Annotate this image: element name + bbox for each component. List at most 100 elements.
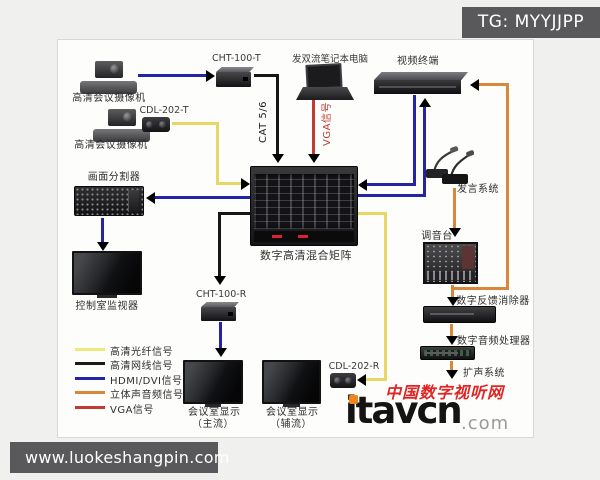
device-top-face	[201, 302, 239, 307]
mic-system-label: 发言系统	[457, 184, 499, 195]
cht100t-label: CHT-100-T	[212, 53, 261, 64]
camera-base	[93, 129, 150, 142]
arrowhead	[96, 242, 109, 251]
device-top-face	[374, 72, 468, 80]
cht100r-label: CHT-100-R	[196, 289, 247, 300]
display-aux-label: 会议室显示	[266, 407, 319, 418]
cdl202t-label: CDL-202-T	[139, 105, 189, 116]
arrowhead	[357, 374, 366, 386]
conference-display-aux	[262, 360, 321, 407]
terminal-label: 视频终端	[397, 56, 439, 67]
device-front-face	[216, 72, 251, 87]
legend-item-cat: 高清网线信号	[75, 357, 255, 372]
arrowhead	[241, 177, 250, 190]
url-bar: www.luokeshangpin.com	[10, 442, 229, 473]
legend-label: HDMI/DVI信号	[110, 376, 183, 387]
cable-hdmi-splitter	[155, 196, 250, 199]
cable-audio-feedback-out	[450, 324, 453, 337]
conference-microphones	[426, 146, 474, 184]
video-splitter	[74, 186, 144, 216]
laptop-label: 发双流笔记本电脑	[291, 54, 368, 65]
watermark-tld: .com	[461, 413, 510, 434]
camera-lens-icon	[123, 112, 133, 122]
camera-base	[80, 81, 137, 94]
cable-vga	[312, 100, 315, 154]
laptop-keyboard	[296, 87, 354, 100]
cable-hdmi-display-main	[219, 322, 222, 349]
legend-label: VGA信号	[110, 405, 154, 416]
arrowhead	[146, 191, 155, 204]
hd-camera-2	[93, 109, 150, 142]
mixer-label: 调音台	[421, 231, 453, 242]
cable-hdmi-terminal-in	[358, 194, 426, 197]
display-main-sublabel: （主流）	[192, 419, 234, 430]
legend-swatch	[75, 406, 105, 409]
legend-swatch	[75, 348, 105, 351]
watermark-brand: itavcn	[345, 389, 463, 432]
cable-hdmi-monitor	[101, 218, 104, 243]
cht100t-transmitter	[216, 67, 254, 87]
control-room-monitor	[72, 251, 142, 298]
cable-audio-branch	[479, 83, 509, 86]
legend-label: 立体声音频信号	[110, 390, 184, 401]
hd-camera-1-label: 高清会议摄像机	[72, 93, 146, 104]
arrowhead	[213, 276, 226, 285]
feedback-eliminator	[423, 306, 496, 323]
arrowhead	[448, 228, 461, 237]
cable-fiber-2	[366, 378, 387, 381]
conference-display-main	[183, 360, 243, 407]
arrowhead	[206, 69, 215, 82]
cable-audio-processor-out	[450, 361, 453, 371]
arrowhead	[445, 370, 458, 379]
cable-fiber-1	[216, 122, 219, 184]
audio-processor	[420, 346, 475, 360]
legend-item-vga: VGA信号	[75, 401, 255, 416]
hd-camera-1	[80, 61, 137, 94]
cable-cat5-r	[219, 212, 250, 215]
legend-label: 高清光纤信号	[110, 347, 173, 358]
feedback-label: 数字反馈消除器	[456, 296, 530, 307]
cdl202r-receiver	[330, 373, 356, 388]
legend-swatch	[75, 391, 105, 394]
arrowhead	[307, 154, 320, 163]
arrowhead	[271, 154, 284, 163]
device-front-face	[374, 80, 462, 94]
legend-item-fiber: 高清光纤信号	[75, 343, 255, 358]
display-main-label: 会议室显示	[188, 407, 241, 418]
video-terminal	[374, 72, 468, 94]
cat56-cable-label: CAT 5/6	[258, 101, 269, 143]
splitter-label: 画面分割器	[87, 172, 141, 183]
dual-stream-laptop	[296, 63, 354, 100]
cable-cat5-r	[218, 212, 221, 276]
cdl202t-transmitter	[142, 117, 170, 132]
cable-hdmi-terminal-out	[413, 95, 416, 186]
cable-audio-mic	[453, 188, 456, 229]
cable-audio-mixer-out	[451, 285, 454, 298]
arrowhead	[445, 336, 458, 345]
cable-fiber-2	[384, 212, 387, 379]
vga-cable-label: VGA信号	[322, 102, 333, 146]
cable-hdmi-terminal-in	[423, 107, 426, 197]
device-front-face	[201, 307, 236, 321]
legend-item-hdmi: HDMI/DVI信号	[75, 372, 255, 387]
cable-audio-branch	[453, 287, 508, 290]
arrowhead	[446, 297, 459, 306]
legend-swatch	[75, 362, 105, 365]
cdl202r-label: CDL-202-R	[328, 361, 380, 372]
audio-mixer	[423, 242, 478, 284]
legend-swatch	[75, 377, 105, 380]
arrowhead	[470, 78, 479, 91]
matrix-led-strip	[254, 231, 354, 242]
camera-lens-icon	[110, 64, 120, 74]
camera-head	[108, 109, 136, 126]
matrix-card-slots	[254, 174, 354, 229]
laptop-screen	[305, 63, 343, 90]
matrix-label: 数字高清混合矩阵	[260, 249, 352, 262]
device-top-face	[216, 67, 254, 72]
audio-processor-label: 数字音频处理器	[457, 336, 531, 347]
cable-audio-branch	[506, 83, 509, 290]
arrowhead	[358, 178, 367, 191]
cable-fiber-2	[358, 212, 387, 215]
cable-hdmi-terminal-out	[367, 183, 416, 186]
